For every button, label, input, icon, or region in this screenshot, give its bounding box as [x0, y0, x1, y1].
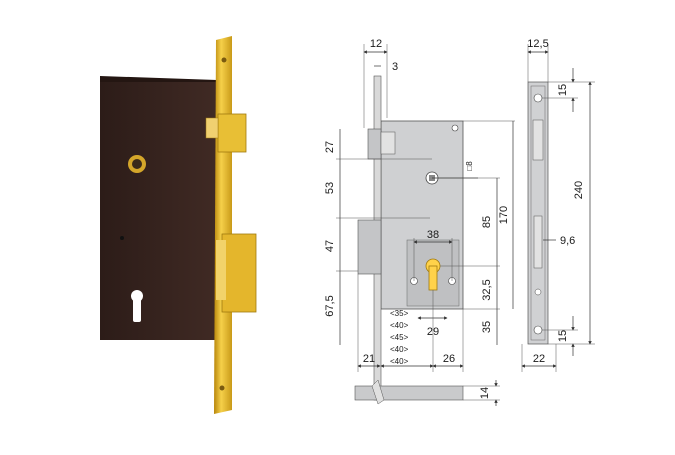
dim-35: 35	[481, 321, 493, 333]
dim-square-8: □8	[465, 161, 474, 171]
brass-faceplate	[214, 36, 232, 414]
dim-22: 22	[533, 353, 545, 365]
dim-21: 21	[363, 353, 375, 365]
dim-14: 14	[479, 387, 491, 399]
dim-12: 12	[370, 38, 382, 50]
dim-67-5: 67,5	[324, 295, 336, 316]
dim-15-top: 15	[557, 84, 569, 96]
backset-option-5: <40>	[390, 357, 409, 366]
backset-option-2: <40>	[390, 321, 409, 330]
dim-53: 53	[324, 182, 336, 194]
side-bolt	[533, 215, 543, 269]
front-bolt	[357, 219, 382, 275]
front-view-drawing: 12 3 27 53 47 67,5 □8 85 170 32,5 35	[324, 38, 515, 401]
backset-option-3: <45>	[390, 333, 409, 342]
front-latch	[367, 128, 382, 160]
lock-photo	[100, 36, 257, 414]
bottom-view-drawing: 14	[354, 379, 500, 406]
backset-option-1: <35>	[390, 309, 409, 318]
dim-38: 38	[427, 229, 439, 241]
dim-32-5: 32,5	[481, 279, 493, 300]
dim-9-6: 9,6	[560, 235, 575, 247]
dim-26: 26	[443, 353, 455, 365]
faceplate-screw-bottom	[219, 385, 225, 391]
dim-27: 27	[324, 141, 336, 153]
dim-15-bottom: 15	[557, 330, 569, 342]
lock-case	[100, 82, 217, 340]
dim-47: 47	[324, 240, 336, 252]
dim-170: 170	[498, 206, 510, 224]
side-view-drawing: 12,5 240 15 9,6 15 22	[521, 38, 595, 372]
latch	[217, 113, 247, 153]
dim-3: 3	[392, 61, 398, 73]
screw-hole	[120, 236, 124, 240]
bottom-case	[354, 385, 464, 401]
faceplate-screw-top	[221, 57, 227, 63]
deadbolt	[221, 233, 257, 313]
dim-240: 240	[573, 181, 585, 199]
backset-option-4: <40>	[390, 345, 409, 354]
side-latch	[532, 119, 544, 161]
dim-12-5: 12,5	[527, 38, 548, 50]
dim-85: 85	[481, 216, 493, 228]
